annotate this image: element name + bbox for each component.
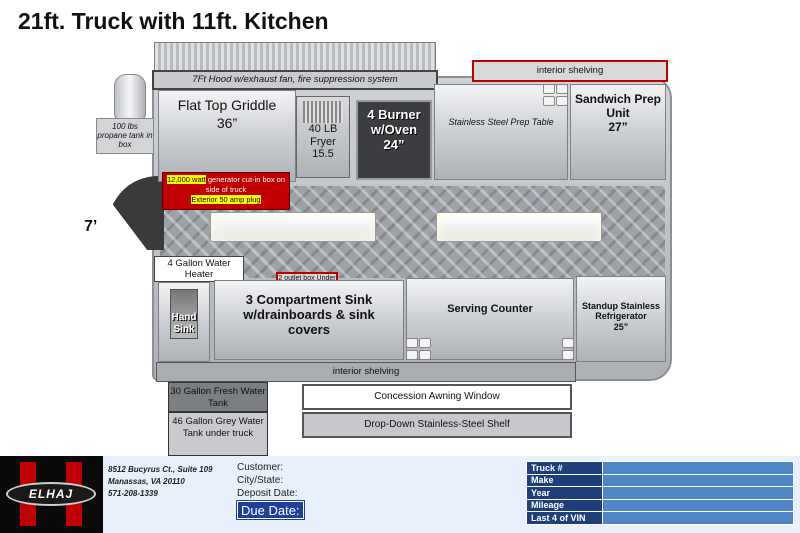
hand-sink-label: Hand Sink xyxy=(171,312,197,335)
refrigerator-size: 25” xyxy=(613,321,629,332)
table-row: Year xyxy=(526,486,794,500)
hand-sink xyxy=(158,282,210,362)
outlet-icon xyxy=(543,96,555,106)
address-line-1: 8512 Bucyrus Ct., Suite 109 xyxy=(108,465,213,474)
fryer-name: 40 LB Fryer xyxy=(308,123,338,148)
serving-counter: Serving Counter xyxy=(406,278,574,360)
table-row: Make xyxy=(526,473,794,487)
outlet-icon xyxy=(406,338,418,348)
logo-box: ELHAJ xyxy=(0,456,103,533)
propane-label: 100 lbs propane tank in box xyxy=(96,118,154,154)
hood-label: 7Ft Hood w/exhaust fan, fire suppression… xyxy=(152,70,438,90)
table-row: Last 4 of VIN xyxy=(526,511,794,525)
address-line-2: Manassas, VA 20110 xyxy=(108,477,185,486)
generator-text: generator cut-in box on side of truck xyxy=(205,175,285,194)
table-value[interactable] xyxy=(602,461,794,475)
sink-basin-icon xyxy=(170,289,198,339)
prep-table-label: Stainless Steel Prep Table xyxy=(448,117,554,127)
customer-label: Customer: xyxy=(237,462,284,473)
table-value[interactable] xyxy=(602,511,794,525)
generator-box: 12,000 watt generator cut-in box on side… xyxy=(162,172,290,210)
deposit-label: Deposit Date: xyxy=(237,488,298,499)
logo: ELHAJ xyxy=(6,482,96,506)
drop-down-shelf: Drop-Down Stainless-Steel Shelf xyxy=(302,412,572,438)
standup-refrigerator: Standup Stainless Refrigerator 25” xyxy=(576,276,666,362)
fresh-water-tank: 30 Gallon Fresh Water Tank xyxy=(168,382,268,412)
outlet-icon xyxy=(562,338,574,348)
generator-watts: 12,000 watt xyxy=(167,175,206,184)
outlet-icon xyxy=(406,350,418,360)
table-key: Last 4 of VIN xyxy=(526,511,603,525)
sandwich-prep-unit: Sandwich Prep Unit 27” xyxy=(570,84,666,180)
burner-name: 4 Burner w/Oven xyxy=(367,107,421,137)
table-key: Year xyxy=(526,486,603,500)
fryer-basket-icon xyxy=(303,101,343,123)
three-compartment-sink: 3 Compartment Sink w/drainboards & sink … xyxy=(214,280,404,360)
customer-fields: Customer: City/State: Deposit Date: xyxy=(237,461,298,500)
truck-info-table: Truck # Make Year Mileage Last 4 of VIN xyxy=(526,461,794,525)
hood-vent xyxy=(154,42,436,72)
table-key: Make xyxy=(526,473,603,487)
interior-shelving-top: interior shelving xyxy=(472,60,668,82)
outlet-icon xyxy=(543,84,555,94)
fryer: 40 LB Fryer 15.5 xyxy=(296,96,350,178)
table-key: Mileage xyxy=(526,498,603,512)
serving-counter-label: Serving Counter xyxy=(447,303,533,315)
width-label: 7’ xyxy=(84,218,98,235)
flat-top-griddle: Flat Top Griddle 36” xyxy=(158,90,296,182)
sandwich-size: 27” xyxy=(608,119,628,134)
concession-window: Concession Awning Window xyxy=(302,384,572,410)
page-title: 21ft. Truck with 11ft. Kitchen xyxy=(18,8,329,34)
ceiling-light-right xyxy=(436,212,602,242)
sandwich-name: Sandwich Prep Unit xyxy=(574,92,662,120)
phone: 571-208-1339 xyxy=(108,489,158,498)
table-value[interactable] xyxy=(602,473,794,487)
griddle-size: 36” xyxy=(216,115,238,132)
company-address: 8512 Bucyrus Ct., Suite 109 Manassas, VA… xyxy=(108,464,213,500)
outlet-icon xyxy=(562,350,574,360)
comp-sink-label: 3 Compartment Sink w/drainboards & sink … xyxy=(243,292,375,337)
table-value[interactable] xyxy=(602,486,794,500)
refrigerator-name: Standup Stainless Refrigerator xyxy=(581,301,661,322)
outlet-icon xyxy=(556,84,568,94)
table-row: Mileage xyxy=(526,498,794,512)
table-row: Truck # xyxy=(526,461,794,475)
table-value[interactable] xyxy=(602,498,794,512)
burner-size: 24” xyxy=(383,136,405,152)
ceiling-light-left xyxy=(210,212,376,242)
due-date-label: Due Date: xyxy=(236,500,305,520)
griddle-name: Flat Top Griddle xyxy=(177,97,277,113)
interior-shelving-bottom: interior shelving xyxy=(156,362,576,382)
city-label: City/State: xyxy=(237,475,284,486)
water-heater: 4 Gallon Water Heater xyxy=(154,256,244,282)
outlet-icon xyxy=(419,350,431,360)
table-key: Truck # xyxy=(526,461,603,475)
outlet-icon xyxy=(419,338,431,348)
fryer-size: 15.5 xyxy=(312,148,334,161)
side-door xyxy=(108,176,164,250)
outlet-icon xyxy=(556,96,568,106)
four-burner-oven: 4 Burner w/Oven 24” xyxy=(356,100,432,180)
generator-plug: Exterior 50 amp plug xyxy=(191,195,261,204)
propane-tank-icon xyxy=(114,74,146,120)
grey-water-tank: 46 Gallon Grey Water Tank under truck xyxy=(168,412,268,456)
